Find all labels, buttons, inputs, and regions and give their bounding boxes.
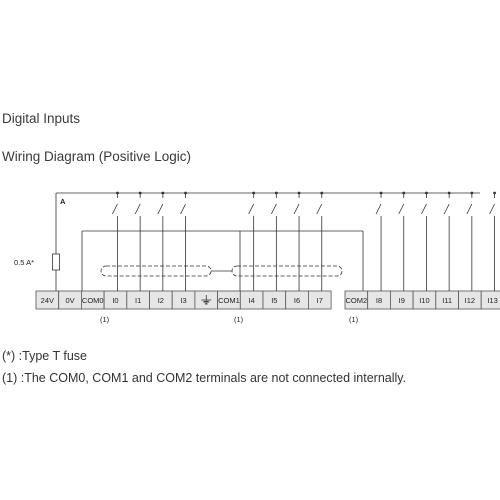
terminal-label: COM0 (82, 296, 104, 305)
terminal-label: I9 (399, 296, 405, 305)
terminal-1-12: I7 (307, 290, 332, 310)
input-switch (316, 191, 324, 291)
terminal-1-10: I5 (262, 290, 287, 310)
terminal-label: I13 (487, 296, 497, 305)
terminal-label: I2 (158, 296, 164, 305)
input-switch (421, 191, 428, 291)
terminal-label: ⏚ (203, 296, 211, 305)
commons-note: (1) :The COM0, COM1 and COM2 terminals a… (2, 371, 407, 385)
terminal-label: I5 (271, 296, 277, 305)
terminal-label: I7 (317, 296, 323, 305)
fuse-label: 0.5 A* (14, 258, 34, 267)
input-switch (134, 191, 142, 291)
terminal-2-2: I9 (389, 290, 414, 310)
footnote-marker-com2: (1) (349, 315, 359, 324)
terminal-label: I11 (442, 296, 452, 305)
terminal-label: I4 (249, 296, 255, 305)
terminal-1-2: COM0 (81, 290, 105, 310)
fuse-symbol (52, 253, 60, 271)
input-switch (466, 191, 474, 291)
input-switch (398, 191, 406, 291)
footnote-marker-com1: (1) (234, 315, 244, 324)
fuse-note: (*) :Type T fuse (2, 349, 87, 363)
terminal-2-4: I11 (435, 290, 459, 310)
terminal-1-1: 0V (58, 290, 82, 310)
terminal-2-5: I12 (458, 290, 482, 310)
terminal-label: I0 (112, 296, 118, 305)
terminal-label: I3 (180, 296, 186, 305)
terminal-1-4: I1 (126, 290, 150, 310)
input-switch (270, 191, 278, 291)
terminal-1-11: I6 (285, 290, 309, 310)
ground-icon (201, 295, 212, 305)
terminal-label: I12 (465, 296, 475, 305)
supply-label: A (60, 197, 66, 206)
terminal-1-0: 24V (35, 290, 60, 310)
terminal-1-5: I2 (149, 290, 173, 310)
terminal-label: 24V (41, 296, 54, 305)
dashed-common-link-1 (100, 265, 212, 277)
terminal-label: I1 (135, 296, 141, 305)
terminal-1-9: I4 (239, 290, 264, 310)
terminal-1-6: I3 (171, 290, 196, 310)
input-switch (293, 191, 301, 291)
dashed-common-link-2 (231, 265, 343, 277)
input-switch (157, 191, 165, 291)
terminal-1-3: I0 (103, 290, 128, 310)
input-switch (489, 191, 496, 291)
terminal-label: COM1 (218, 296, 240, 305)
terminal-label: I10 (419, 296, 429, 305)
diagram-title: Wiring Diagram (Positive Logic) (2, 149, 192, 164)
terminal-label: I8 (376, 296, 382, 305)
terminal-label: 0V (65, 296, 74, 305)
input-switch (443, 191, 451, 291)
terminal-2-6: I13 (480, 290, 500, 310)
terminal-label: I6 (294, 296, 300, 305)
terminal-2-3: I10 (412, 290, 437, 310)
terminal-2-0: COM2 (344, 290, 369, 310)
input-switch (180, 191, 187, 291)
terminal-1-8: COM1 (217, 290, 241, 310)
terminal-2-1: I8 (367, 290, 391, 310)
input-switch (248, 191, 256, 291)
input-switch (375, 191, 383, 291)
terminal-label: COM2 (346, 296, 368, 305)
input-switch (112, 191, 119, 291)
section-title: Digital Inputs (2, 111, 81, 126)
footnote-marker-com0: (1) (100, 315, 110, 324)
